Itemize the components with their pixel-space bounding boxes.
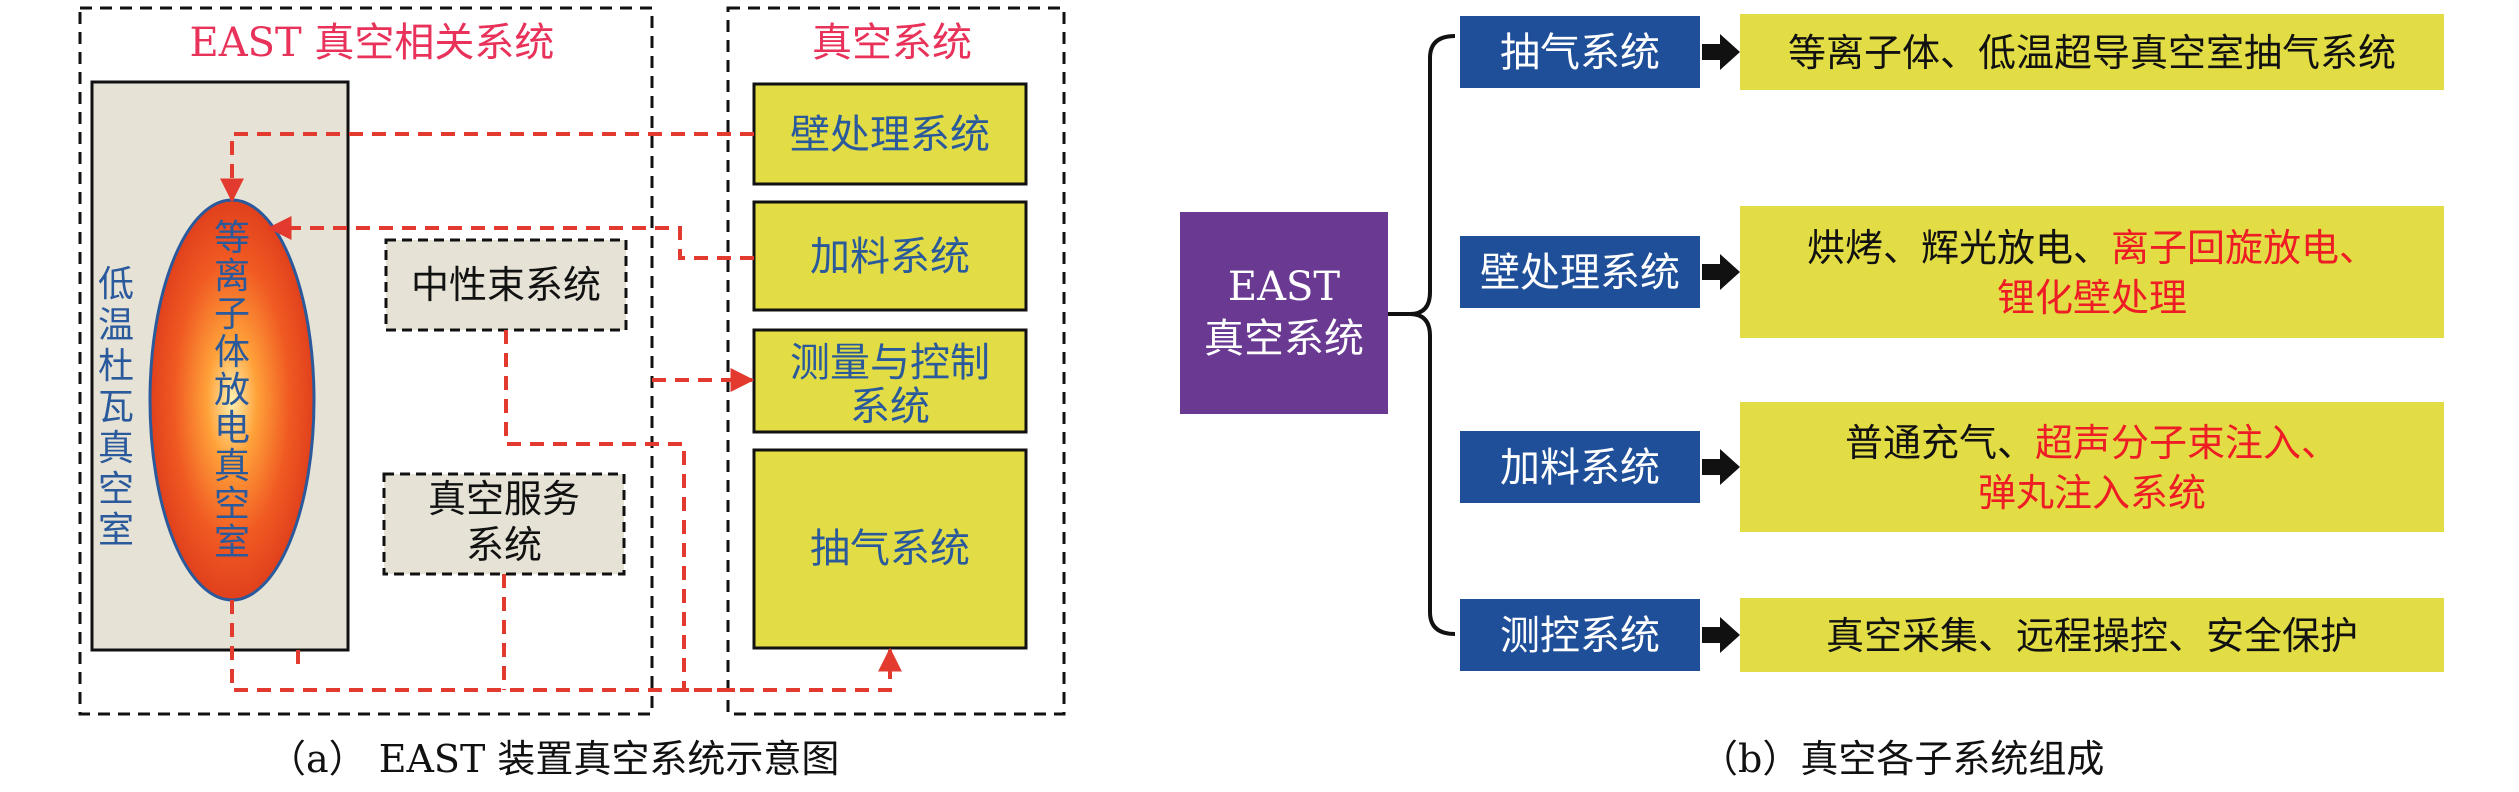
vacuum-service-box <box>382 472 626 576</box>
highlight-text: 离子回旋放电、 <box>2111 226 2377 270</box>
caption-b: （b）真空各子系统组成 <box>1700 737 2105 781</box>
subsystem-detail-line: 弹丸注入系统 <box>1978 471 2206 515</box>
highlight-text: 弹丸注入系统 <box>1978 471 2206 515</box>
highlight-text: 超声分子束注入、 <box>2035 421 2339 465</box>
related-systems-title: EAST 真空相关系统 <box>190 20 555 66</box>
subsystem-label-box <box>1460 16 1700 88</box>
neutral-beam-label: 中性束系统 <box>411 263 601 307</box>
center-node-line-2: 真空系统 <box>1204 316 1364 362</box>
vertical-char: 低 <box>98 264 134 305</box>
subsystem-detail-line: 真空采集、远程操控、安全保护 <box>1826 614 2358 658</box>
subsystem-arrow <box>1702 254 1740 290</box>
subsystem-label: 抽气系统 <box>1500 30 1660 76</box>
detail-text: 烘烤、辉光放电、 <box>1807 226 2111 270</box>
subsystem-label: 加料系统 <box>1500 445 1660 491</box>
wall-treatment-box <box>752 82 1028 186</box>
panel-a: EAST 真空相关系统 真空系统 低温杜瓦真空室 等离子体放电真空室 中性束系统… <box>78 6 1066 716</box>
vertical-char: 瓦 <box>98 387 134 428</box>
detail-text: 等离子体、低温超导真空室抽气系统 <box>1788 31 2396 75</box>
wall-to-plasma-arrow <box>220 132 754 203</box>
center-node-line-1: EAST <box>1228 264 1340 310</box>
pumping-label: 抽气系统 <box>810 526 970 572</box>
caption-a: （a） EAST 装置真空系统示意图 <box>268 737 840 781</box>
vertical-char: 等 <box>214 218 250 259</box>
highlight-text: 锂化壁处理 <box>1997 276 2187 320</box>
vertical-char: 真 <box>98 428 134 469</box>
vertical-char: 室 <box>214 522 250 563</box>
vertical-char: 空 <box>98 469 134 510</box>
vacuum-system-frame <box>726 6 1066 716</box>
subsystem-detail-box <box>1740 14 2444 90</box>
measure-control-line-1: 测量与控制 <box>790 340 990 386</box>
pumping-box <box>752 448 1028 650</box>
vertical-char: 子 <box>214 294 250 335</box>
subsystem-label: 测控系统 <box>1500 613 1660 659</box>
subsystem-arrow <box>1702 34 1740 70</box>
plasma-chamber-label: 等离子体放电真空室 <box>214 218 250 563</box>
vertical-char: 体 <box>214 332 250 373</box>
subsystem-detail-line: 烘烤、辉光放电、离子回旋放电、 <box>1807 226 2377 270</box>
fueling-label: 加料系统 <box>810 234 970 280</box>
vertical-char: 室 <box>98 510 134 551</box>
measure-control-box <box>752 328 1028 434</box>
fuel-to-plasma-arrow <box>267 216 754 260</box>
vertical-char: 放 <box>214 370 250 411</box>
subsystem-detail-box <box>1740 598 2444 672</box>
subsystem-label-box <box>1460 236 1700 308</box>
branch-bracket <box>1388 34 1456 636</box>
subsystem-detail-line: 普通充气、超声分子束注入、 <box>1845 421 2339 465</box>
subsystem-label-box <box>1460 599 1700 671</box>
subsystem-label-box <box>1460 431 1700 503</box>
vertical-char: 杜 <box>98 346 134 387</box>
subsystem-detail-line: 等离子体、低温超导真空室抽气系统 <box>1788 31 2396 75</box>
vacuum-system-title: 真空系统 <box>812 20 972 66</box>
detail-text: 真空采集、远程操控、安全保护 <box>1826 614 2358 658</box>
vertical-char: 电 <box>214 408 250 449</box>
vacuum-service-line-2: 系统 <box>466 523 542 567</box>
subsystem-arrow <box>1702 449 1740 485</box>
subsystem-detail-box <box>1740 402 2444 532</box>
vertical-char: 离 <box>214 256 250 297</box>
vertical-char: 真 <box>214 446 250 487</box>
plasma-bottom-line <box>230 600 902 692</box>
vertical-char: 温 <box>98 305 134 346</box>
vacuum-service-line-1: 真空服务 <box>428 477 580 521</box>
vertical-char: 空 <box>214 484 250 525</box>
related-systems-frame <box>78 6 654 716</box>
subsystem-detail-line: 锂化壁处理 <box>1997 276 2187 320</box>
subsystem-detail-box <box>1740 206 2444 338</box>
measure-control-line-2: 系统 <box>850 384 930 430</box>
fueling-box <box>752 200 1028 312</box>
detail-text: 普通充气、 <box>1845 421 2035 465</box>
subsystem-label: 壁处理系统 <box>1480 250 1680 296</box>
wall-treatment-label: 壁处理系统 <box>790 112 990 158</box>
center-node <box>1180 212 1388 414</box>
cryostat-chamber-label: 低温杜瓦真空室 <box>98 264 134 551</box>
subsystem-arrow <box>1702 617 1740 653</box>
